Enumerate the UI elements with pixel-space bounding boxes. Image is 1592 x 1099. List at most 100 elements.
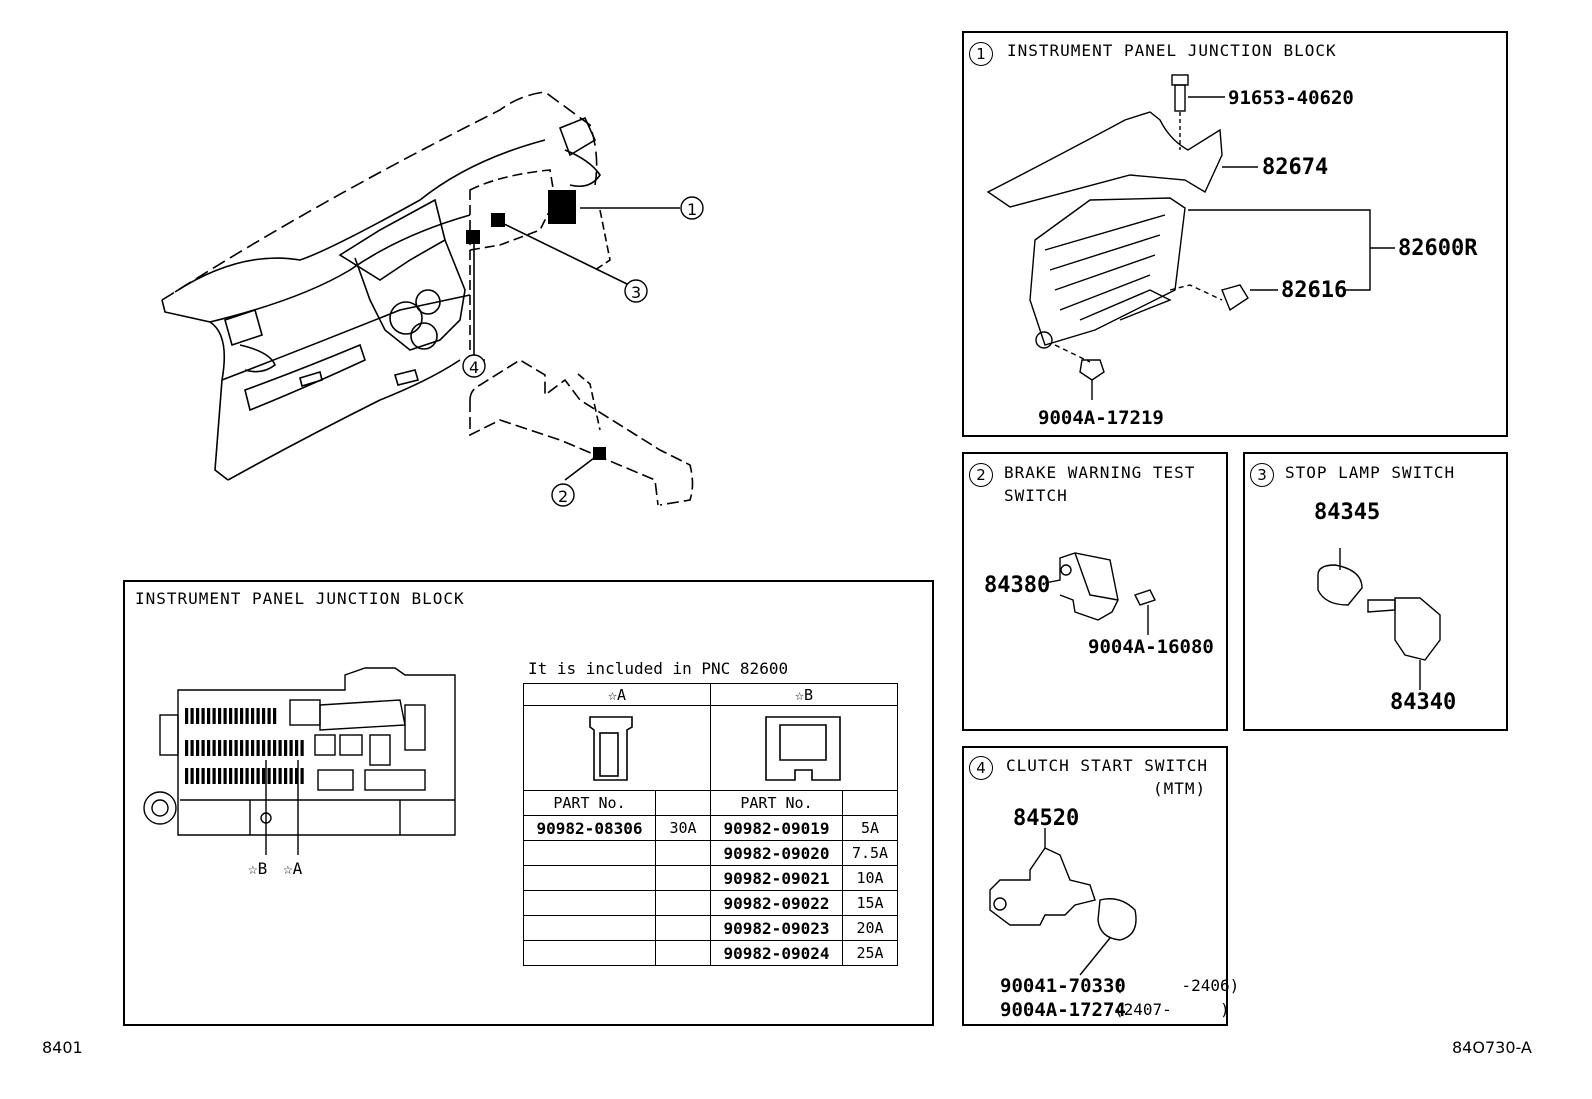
fuse-slot	[278, 740, 282, 756]
part-9004A-17274[interactable]: 9004A-17274	[1000, 999, 1126, 1021]
fuse-b-amp: 15A	[842, 890, 898, 916]
fuse-a-part[interactable]	[523, 865, 656, 891]
fuse-a-image-cell	[523, 705, 711, 791]
fuse-a-part[interactable]	[523, 840, 656, 866]
part-82616[interactable]: 82616	[1281, 278, 1348, 303]
fuse-slot	[190, 740, 194, 756]
fuse-slot	[234, 708, 238, 724]
fuse-slot	[196, 708, 200, 724]
callout-3: 3	[631, 283, 642, 302]
included-note: It is included in PNC 82600	[528, 659, 789, 678]
fuse-a-part[interactable]: 90982-08306	[523, 815, 656, 841]
fuse-b-part[interactable]: 90982-09021	[710, 865, 843, 891]
fuse-a-amp: 30A	[655, 815, 711, 841]
amp-header-b	[842, 790, 898, 816]
footer-left-code: 8401	[42, 1038, 83, 1057]
fuse-slot	[229, 740, 233, 756]
fuse-a-part[interactable]	[523, 940, 656, 966]
callout-1: 1	[687, 200, 698, 219]
fuse-slot	[223, 708, 227, 724]
fuse-b-image-cell	[710, 705, 898, 791]
panel4-subtitle: (MTM)	[1153, 779, 1207, 798]
fuse-slot	[262, 740, 266, 756]
fuse-b-part[interactable]: 90982-09023	[710, 915, 843, 941]
fuse-b-amp: 7.5A	[842, 840, 898, 866]
part-84520[interactable]: 84520	[1013, 806, 1080, 831]
fuse-slot	[190, 708, 194, 724]
part-91653-40620[interactable]: 91653-40620	[1228, 87, 1354, 109]
fuse-slot	[212, 768, 216, 784]
footer-right-code: 84O730-A	[1452, 1038, 1532, 1057]
fuse-b-part[interactable]: 90982-09019	[710, 815, 843, 841]
fuse-slot	[212, 740, 216, 756]
fuse-slot	[256, 708, 260, 724]
fuse-a-amp	[655, 915, 711, 941]
part-84345[interactable]: 84345	[1314, 500, 1381, 525]
fuse-slot	[201, 708, 205, 724]
fuse-slot	[245, 708, 249, 724]
fuse-slot	[262, 708, 266, 724]
fuse-slot	[251, 708, 255, 724]
fuse-slot	[212, 708, 216, 724]
fuse-slot	[207, 768, 211, 784]
fuse-b-part[interactable]: 90982-09022	[710, 890, 843, 916]
part-9004A-17219[interactable]: 9004A-17219	[1038, 407, 1164, 429]
fuse-b-amp: 10A	[842, 865, 898, 891]
part-82674[interactable]: 82674	[1262, 155, 1329, 180]
fuse-b-part[interactable]: 90982-09024	[710, 940, 843, 966]
fuse-slot	[300, 740, 304, 756]
part-no-header-a: PART No.	[523, 790, 656, 816]
fuse-slot	[218, 740, 222, 756]
fuse-slot	[234, 768, 238, 784]
panel3-number: 3	[1250, 463, 1274, 487]
part-84380[interactable]: 84380	[984, 573, 1051, 598]
panel1-title: INSTRUMENT PANEL JUNCTION BLOCK	[1007, 41, 1337, 60]
fuse-slot	[284, 740, 288, 756]
part-9004A-16080[interactable]: 9004A-16080	[1088, 636, 1214, 658]
panel3-title: STOP LAMP SWITCH	[1285, 463, 1456, 482]
fuse-b-part[interactable]: 90982-09020	[710, 840, 843, 866]
col-header-a: ☆A	[523, 683, 711, 706]
fuse-slot	[273, 768, 277, 784]
part-84340[interactable]: 84340	[1390, 690, 1457, 715]
part-no-header-b: PART No.	[710, 790, 843, 816]
fuse-slot	[284, 768, 288, 784]
fuse-a-amp	[655, 940, 711, 966]
fuse-slot	[234, 740, 238, 756]
panel4-number: 4	[969, 756, 993, 780]
fuse-slot	[240, 740, 244, 756]
fuse-slot	[201, 740, 205, 756]
fuse-slot	[256, 768, 260, 784]
fuse-a-amp	[655, 865, 711, 891]
fuse-slot	[223, 768, 227, 784]
fuse-slot	[273, 708, 277, 724]
fuse-slot	[251, 740, 255, 756]
fuse-slot	[218, 708, 222, 724]
fuse-slot	[190, 768, 194, 784]
panel-junction-block	[962, 31, 1508, 437]
fuse-slot	[229, 708, 233, 724]
fuse-a-part[interactable]	[523, 915, 656, 941]
label-star-a: ☆A	[283, 859, 303, 878]
callout-4: 4	[469, 358, 480, 377]
part-82600R[interactable]: 82600R	[1398, 236, 1478, 261]
part-90041-70330[interactable]: 90041-70330	[1000, 975, 1126, 997]
fuse-slot	[245, 740, 249, 756]
panel-brake-warning-switch	[962, 452, 1228, 731]
fuse-slot	[185, 708, 189, 724]
panel-fuse-table	[123, 580, 934, 1026]
fuse-a-part[interactable]	[523, 890, 656, 916]
junction-title: INSTRUMENT PANEL JUNCTION BLOCK	[135, 589, 465, 608]
fuse-slot	[267, 740, 271, 756]
fuse-slot	[207, 740, 211, 756]
fuse-slot	[267, 708, 271, 724]
panel2-title-line1: BRAKE WARNING TEST	[1004, 463, 1196, 482]
fuse-slot	[273, 740, 277, 756]
